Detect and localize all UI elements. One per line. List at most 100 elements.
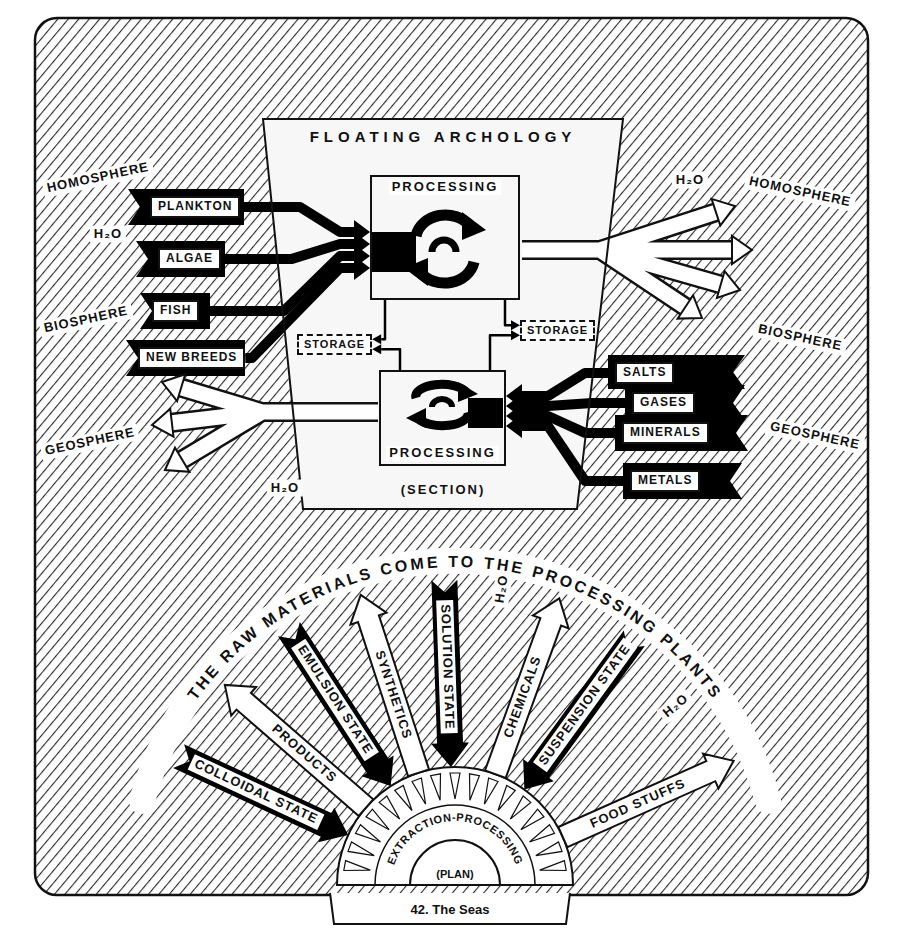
label-anchor: CHEMICALS — [499, 650, 547, 744]
flow-arrowhead — [372, 344, 381, 354]
label-anchor: H₂O — [672, 172, 708, 189]
flow-arrow — [241, 207, 371, 244]
sphere-label: H₂O — [672, 172, 708, 189]
inflow-chevron — [540, 861, 567, 871]
sphere-label: H₂O — [90, 226, 126, 243]
inflow-chevron — [470, 774, 480, 801]
flow-line — [522, 426, 630, 481]
storage-box: STORAGE — [520, 320, 595, 341]
material-tag: ALGAE — [158, 248, 221, 270]
arc-band — [142, 561, 768, 801]
inflow-chevron — [356, 825, 381, 842]
output-arrow-head — [165, 448, 189, 472]
material-label: FISH — [160, 304, 191, 318]
label-anchor: H₂O — [491, 569, 513, 607]
flow-arrow — [199, 244, 370, 311]
building-outline-shape — [263, 119, 623, 509]
label-anchor: GEOSPHERE — [40, 423, 141, 460]
material-tag: GASES — [632, 392, 695, 414]
label-anchor: BIOSPHERE — [752, 320, 847, 356]
material-label: MINERALS — [630, 426, 701, 440]
flow-label: FOOD STUFFS — [584, 773, 692, 834]
inflow-chevron — [521, 809, 544, 830]
label-anchor: GEOSPHERE — [765, 417, 866, 454]
caption: 42. The Seas — [407, 903, 494, 918]
material-label: NEW BREEDS — [146, 351, 237, 365]
building-text: (SECTION) — [398, 483, 488, 498]
material-tag: SALTS — [615, 362, 674, 384]
output-arrow-head — [717, 271, 740, 298]
hatched-frame — [35, 18, 868, 895]
flow-label: H₂O — [491, 569, 513, 607]
storage-label: STORAGE — [527, 324, 588, 337]
flow-label: SYNTHETICS — [370, 644, 417, 745]
output-arrow — [152, 374, 378, 472]
label-anchor: H₂O — [267, 480, 303, 497]
material-label: METALS — [638, 474, 692, 488]
inflow-chevron — [431, 774, 441, 801]
process-label: PROCESSING — [389, 180, 502, 195]
label-anchor: SOLUTION STATE — [437, 600, 459, 734]
label-anchor: SYNTHETICS — [370, 644, 417, 745]
processing-swirl — [406, 382, 503, 428]
output-arrow-outline — [172, 388, 378, 460]
output-arrow-head — [732, 236, 752, 264]
flow-line — [381, 349, 400, 370]
plan-outline-shape — [410, 840, 500, 885]
material-label: SALTS — [623, 366, 666, 380]
flow-arrow — [372, 300, 385, 344]
process-box: PROCESSING — [370, 175, 520, 300]
flow-label: SUSPENSION STATE — [534, 638, 638, 772]
inflow-chevron — [530, 825, 555, 842]
flow-arrowhead — [511, 330, 520, 340]
building-text: FLOATING ARCHOLOGY — [310, 128, 577, 145]
flow-arrowhead — [372, 334, 381, 344]
sphere-label: BIOSPHERE — [752, 320, 847, 356]
sphere-label: HOMOSPHERE — [42, 158, 155, 198]
process-label: PROCESSING — [386, 446, 499, 461]
sphere-label: GEOSPHERE — [40, 423, 141, 460]
label-anchor: H₂O — [657, 688, 696, 724]
inflow-chevron — [379, 796, 400, 819]
flow-arrowhead — [506, 414, 522, 438]
material-tag: MINERALS — [622, 422, 709, 444]
material-label: PLANKTON — [158, 200, 232, 214]
flow-label: PRODUCTS — [265, 718, 343, 789]
product-arrow — [558, 754, 733, 847]
storage-box: STORAGE — [297, 334, 372, 355]
inflow-chevron — [366, 809, 389, 830]
arc-label: EXTRACTION-PROCESSING — [385, 811, 526, 866]
flow-label: CHEMICALS — [499, 650, 547, 744]
inflow-chevron — [395, 786, 412, 811]
label-anchor: SUSPENSION STATE — [534, 638, 638, 772]
label-anchor: H₂O — [90, 226, 126, 243]
input-bands — [126, 189, 748, 499]
flow-arrowhead — [354, 256, 370, 280]
plan-label: (PLAN) — [436, 868, 473, 881]
flow-arrow — [245, 256, 370, 358]
output-arrow-body — [172, 388, 378, 460]
inflow-chevron — [412, 778, 426, 804]
flow-label: H₂O — [657, 688, 696, 724]
plan-semicircle: (PLAN) — [409, 839, 501, 885]
output-arrow-head — [712, 199, 735, 226]
label-anchor: HOMOSPHERE — [744, 172, 857, 212]
flow-label: SOLUTION STATE — [437, 600, 459, 734]
inflow-chevron — [510, 796, 531, 819]
material-tag: METALS — [630, 470, 700, 492]
material-label: ALGAE — [166, 252, 213, 266]
output-arrow — [522, 199, 752, 319]
raw-material-arrow — [431, 580, 469, 767]
flow-line — [381, 300, 385, 339]
label-anchor: PRODUCTS — [265, 718, 343, 789]
sphere-label: HOMOSPHERE — [744, 172, 857, 212]
inflow-chevron — [344, 861, 371, 871]
sphere-label: BIOSPHERE — [38, 302, 133, 338]
flow-arrow — [506, 414, 630, 481]
label-anchor: BIOSPHERE — [38, 302, 133, 338]
output-arrow-head — [152, 409, 174, 437]
arc-label-path: EXTRACTION-PROCESSING — [385, 811, 526, 866]
material-tag: NEW BREEDS — [138, 347, 245, 369]
